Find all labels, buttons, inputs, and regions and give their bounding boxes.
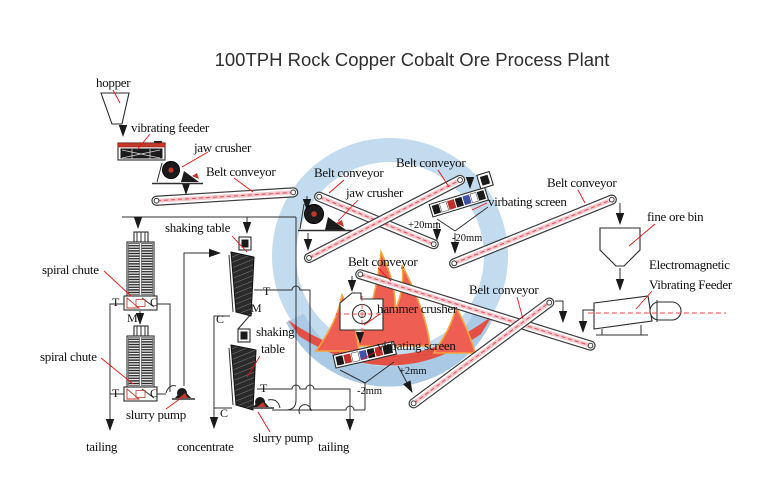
belt-conveyor-label-4: Belt conveyor [547, 175, 617, 190]
shaking-table-2-label-line1: shaking [256, 324, 295, 339]
vibrating-screen-2-icon [332, 340, 398, 369]
flow-connectors [105, 125, 625, 431]
slurry-pump-1-label: slurry pump [126, 407, 186, 422]
table1-m-letter: M [251, 301, 262, 315]
chute2-t-letter: T [112, 386, 120, 400]
minus-20mm-label: -20mm [452, 233, 482, 244]
jaw-crusher-2-label: jaw crusher [345, 185, 404, 200]
tailing1-line [105, 303, 124, 431]
belt-conveyor-label-1: Belt conveyor [206, 164, 276, 179]
plus-2mm-label: +2mm [399, 366, 427, 377]
jaw-crusher-2-icon [298, 203, 352, 232]
jaw-crusher-1-label: jaw crusher [193, 140, 252, 155]
table1-c-letter: C [216, 312, 224, 326]
belt-conveyor-3 [303, 174, 466, 264]
chute2-c-letter: C [150, 386, 158, 400]
shaking-table-2-icon [228, 328, 257, 411]
shaking-table-2-label-line2: table [261, 341, 285, 356]
hopper-label: hopper [96, 75, 131, 90]
em-feeder-discharge-arrow [578, 309, 595, 333]
minus2-to-pump2-line [272, 405, 365, 411]
spiral-chute-2-icon [123, 325, 158, 402]
slurry-pump-2-icon [250, 397, 281, 409]
belt-conveyor-label-5: Belt conveyor [348, 254, 418, 269]
conveyorQ-discharge-arrow [555, 300, 568, 323]
label-leader-lines [100, 89, 656, 433]
slurry-pump-1-icon [165, 385, 195, 400]
fine-ore-bin-label: fine ore bin [647, 209, 704, 224]
belt-conveyors [151, 174, 617, 409]
hammer-crusher-label: hammer crusher [377, 301, 458, 316]
chute1-c-letter: C [150, 295, 158, 309]
vibrating-feeder-icon [117, 142, 166, 161]
chute1-t-letter: T [112, 295, 120, 309]
concentrate-label: concentrate [177, 439, 234, 454]
diagram-labels: 100TPH Rock Copper Cobalt Ore Process Pl… [40, 49, 733, 454]
vibrating-feeder-label: vibrating feeder [131, 120, 210, 135]
plus-20mm-label: +20mm [408, 220, 441, 231]
belt-conveyor-label-2: Belt conveyor [314, 165, 384, 180]
equipment [100, 92, 726, 411]
table1-tailing-line [254, 285, 311, 410]
minus-2mm-label: -2mm [357, 386, 382, 397]
vibrating-screen-1-label: virbating screen [488, 194, 567, 209]
concentrate-line [209, 315, 230, 429]
hammer-axis-lines [336, 296, 389, 332]
belt-conveyor-1 [151, 187, 299, 206]
jaw-crusher-1-icon [152, 161, 203, 185]
table2-tailing-line [257, 384, 355, 431]
belt-conveyor-6 [408, 297, 555, 409]
electromagnetic-label-line1: Electromagnetic [649, 257, 730, 272]
hopper-icon [100, 92, 130, 125]
belt-conveyor-5 [355, 269, 596, 351]
screen2-funnel-lines [339, 361, 395, 384]
diagram-title: 100TPH Rock Copper Cobalt Ore Process Pl… [215, 49, 610, 70]
hammer-crusher-icon [336, 292, 389, 332]
tailing-2-label: tailing [318, 439, 350, 454]
belt-conveyor-4 [449, 194, 617, 269]
shaking-table-1-label: shaking table [165, 220, 231, 235]
belt-conveyor-label-6: Belt conveyor [469, 282, 539, 297]
table1-t-letter: T [263, 284, 271, 298]
electromagnetic-label-line2: Vibrating Feeder [649, 277, 733, 292]
electromagnetic-vibrating-feeder-icon [588, 295, 726, 336]
chute1-conc-line [156, 303, 171, 392]
fine-ore-bin-icon [599, 227, 641, 267]
vibrating-screen-1-icon [428, 170, 494, 218]
spiral-chute-1-label: spiral chute [42, 262, 99, 277]
plus2-return-arrow [397, 365, 413, 393]
table2-c-letter: C [220, 406, 228, 420]
tailing-1-label: tailing [86, 439, 118, 454]
belt-conveyor-label-3: Belt conveyor [396, 155, 466, 170]
spiral-chute-1-icon [123, 231, 158, 311]
pump1-riser-line [183, 252, 192, 386]
screen1-funnel-lines [436, 206, 489, 232]
pump2-loop [298, 404, 312, 415]
slurry-pump-2-label: slurry pump [253, 430, 313, 445]
vibrating-screen-2-label: virbating screen [377, 338, 456, 353]
table2-t-letter: T [260, 381, 268, 395]
chute1-m-letter: M [127, 311, 138, 325]
spiral-chute-2-label: spiral chute [40, 349, 97, 364]
